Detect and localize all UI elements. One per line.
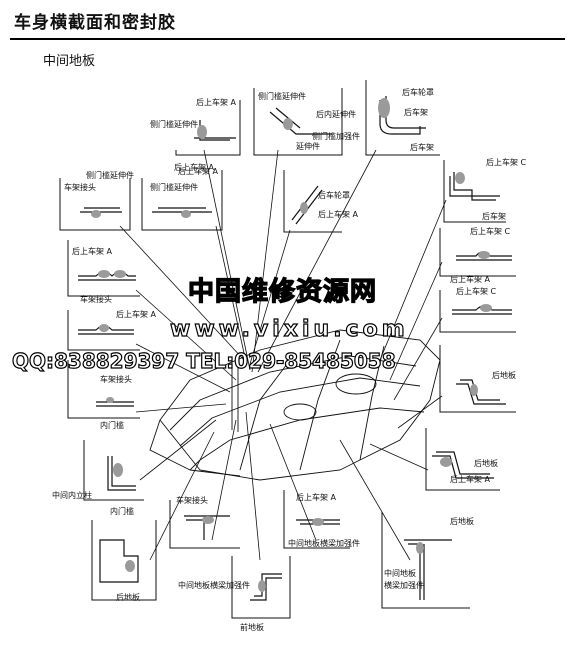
part-labels: 后上车架 A 侧门槛延伸件 后上车架 A 侧门槛延伸件 后内延伸件 侧门槛加强件… [52, 87, 527, 632]
label: 侧门槛延伸件 [150, 182, 198, 192]
label: 中间地板横梁加强件 [178, 580, 250, 590]
label: 内门槛 [100, 420, 124, 430]
vehicle-floor-drawing [149, 329, 441, 481]
panel-frame [443, 160, 506, 223]
panel-frame [169, 500, 240, 549]
sealant-mark [99, 324, 109, 332]
sealant-mark [378, 98, 390, 118]
label: 后地板 [450, 516, 474, 526]
panel-frame [83, 440, 144, 501]
label: 侧门槛延伸件 [150, 119, 198, 129]
sealant-mark [106, 397, 114, 403]
label: 后上车架 A [450, 274, 491, 284]
label: 前地板 [240, 622, 264, 632]
label: 侧门槛加强件 [312, 131, 360, 141]
label: 中间内立柱 [52, 490, 92, 500]
section-subtitle: 中间地板 [43, 54, 96, 69]
sealant-mark [478, 251, 490, 259]
sealant-mark [181, 210, 191, 218]
panel-frame [283, 490, 350, 549]
sealant-mark [300, 202, 308, 214]
sealant-mark [416, 542, 424, 554]
label: 延伸件 [296, 141, 320, 151]
label: 后车轮罩 [402, 87, 434, 97]
sealant-mark [98, 270, 110, 278]
watermark: 中国维修资源网 www.vixiu.com QQ:838829397 TEL:0… [11, 275, 409, 373]
label: 后内延伸件 [316, 109, 356, 119]
label: 后上车架 A [174, 162, 215, 172]
label: 后上车架 C [486, 157, 527, 167]
label: 后车架 [410, 142, 434, 152]
page-title: 车身横截面和密封胶 [14, 13, 176, 33]
sealant-mark [440, 457, 452, 467]
label: 后上车架 A [196, 97, 237, 107]
label: 侧门槛延伸件 [86, 170, 134, 180]
panel-frame [231, 556, 291, 619]
panel-frame [175, 100, 241, 156]
label: 后车架 [404, 107, 428, 117]
label: 后车架 [482, 211, 506, 221]
label: 横梁加强件 [384, 580, 424, 590]
label: 侧门槛延伸件 [258, 91, 306, 101]
panel-frame [439, 228, 516, 277]
label: 车架接头 [176, 495, 208, 505]
panel-frame [253, 88, 343, 156]
label: 后上车架 C [456, 286, 497, 296]
sealant-marks [91, 98, 492, 592]
sealant-mark [258, 580, 266, 592]
watermark-site-cn: 中国维修资源网 [188, 276, 377, 307]
label: 车架接头 [80, 294, 112, 304]
label: 后地板 [474, 458, 498, 468]
panel-frame [439, 290, 516, 333]
watermark-url: www.vixiu.com [170, 317, 409, 342]
leader-lines [119, 149, 447, 561]
panel-frame [59, 178, 131, 231]
sealant-mark [312, 518, 324, 526]
title-rule [10, 38, 565, 40]
panel-frame [91, 520, 157, 601]
label: 后上车架 C [470, 226, 511, 236]
sealant-mark [470, 384, 478, 396]
sealant-mark [91, 210, 101, 218]
panel-frame [283, 170, 342, 233]
panel-frame [67, 310, 140, 351]
label: 中间地板横梁加强件 [288, 538, 360, 548]
panel-frame [425, 428, 500, 491]
label: 后上车架 A [72, 246, 113, 256]
sealant-mark [197, 125, 207, 139]
panel-frame [439, 345, 516, 413]
label: 后地板 [116, 592, 140, 602]
diagram-frames [59, 80, 516, 619]
sealant-mark [202, 516, 214, 524]
label: 后车轮罩 [318, 190, 350, 200]
label: 车架接头 [100, 374, 132, 384]
label: 后上车架 A [116, 309, 157, 319]
panel-frame [67, 360, 140, 419]
label: 后上车架 A [318, 209, 359, 219]
panel-frame [381, 512, 470, 609]
label: 车架接头 [64, 182, 96, 192]
panel-frame [141, 170, 223, 231]
sealant-mark [113, 463, 123, 477]
label: 内门槛 [110, 506, 134, 516]
label: 中间地板 [384, 568, 416, 578]
sealant-mark [125, 560, 135, 572]
label: 后地板 [492, 370, 516, 380]
sealant-mark [455, 172, 465, 184]
panel-frame [67, 240, 140, 297]
label: 后上车架 A [296, 492, 337, 502]
panel-frame [365, 80, 440, 156]
sealant-mark [283, 118, 293, 130]
watermark-contact: QQ:838829397 TEL:029-85485058 [12, 349, 396, 373]
sealant-mark [480, 304, 492, 312]
sealant-mark [114, 270, 126, 278]
label: 后上车架 A [450, 474, 491, 484]
label: 后上车架 A [178, 166, 219, 176]
